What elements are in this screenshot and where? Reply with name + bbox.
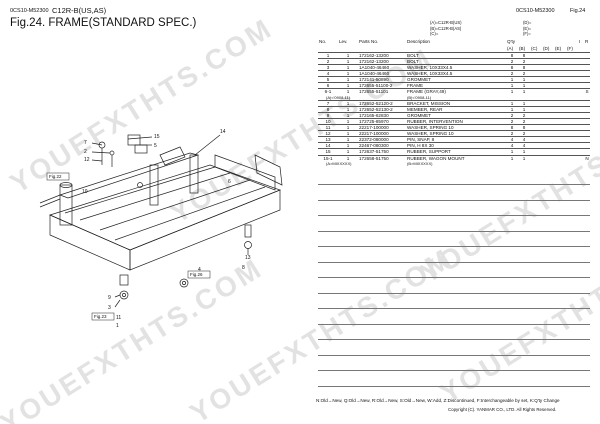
table-header-row-2: (A) (B) (C) (D) (E) (F) (507, 45, 573, 51)
callout-4: 4 (198, 267, 201, 273)
blank-rule-line (318, 277, 590, 278)
upright-1 (149, 164, 159, 206)
blank-rule-line (318, 230, 590, 232)
right-rail (214, 154, 276, 191)
blank-rule-line (318, 215, 590, 216)
variant-list-2: (D)= (E)= (F)= (523, 20, 532, 37)
callout-5: 5 (154, 143, 157, 149)
blank-rule-line (318, 370, 590, 371)
fig-ref-23: Fig.23 (94, 314, 107, 319)
blank-rule-line (318, 354, 590, 356)
blank-rule-line (318, 246, 590, 247)
doc-code: 0CS10-M52300 (10, 8, 49, 14)
frame-left-side (49, 214, 131, 271)
fig-ref-22: Fig.22 (49, 174, 62, 179)
blank-rule-line (318, 308, 590, 309)
blank-rule-line (318, 184, 590, 185)
blank-rule-line (318, 323, 590, 325)
callout-7: 7 (84, 140, 87, 146)
exploded-frame-diagram: 7 2 12 15 5 14 10 6 13 8 9 3 11 1 4 Fig.… (39, 129, 283, 329)
callout-1: 1 (116, 323, 119, 329)
callout-8: 8 (242, 265, 245, 271)
blank-rule-line (318, 339, 590, 340)
parts-table: No. Lev. Parts No. Description Q'ty I R … (318, 38, 590, 166)
callout-2: 2 (84, 149, 87, 155)
copyright: Copyright (C). YANMAR CO., LTD. All Righ… (448, 407, 557, 412)
frame-front-side (129, 189, 281, 271)
callout-12: 12 (84, 157, 90, 163)
fig-ref-26: Fig.26 (190, 272, 203, 277)
figure-number: Fig.24 (570, 8, 586, 14)
figure-title: Fig.24. FRAME(STANDARD SPEC.) (10, 17, 197, 29)
serial-note-row: (A>MIXXXXX)(B>MIXXXXX) (326, 161, 433, 167)
callout-10: 10 (82, 189, 88, 195)
callout-9: 9 (108, 295, 111, 301)
serial-note-row: (A)<'0908-11)(B)<'0908-11) (326, 94, 432, 100)
doc-code-right: 0CS10-M52300 (516, 8, 555, 14)
callout-3: 3 (108, 305, 111, 311)
left-pipe (59, 184, 73, 226)
blank-rule-line (318, 385, 590, 387)
callout-14: 14 (220, 129, 226, 135)
callout-13: 13 (245, 255, 251, 261)
blank-rule-line (318, 199, 590, 201)
upright-2 (189, 154, 199, 194)
table-header-row-1: No. Lev. Parts No. Description Q'ty I R (319, 39, 589, 44)
variant-list: (A)=C12R-B(US) (B)=C12R-B(AS) (C)= (430, 20, 462, 37)
change-code-legend: N:Old→New, Q:Old→New, R:Old→New, S:Old→N… (316, 398, 560, 403)
grommet-box (127, 134, 141, 146)
blank-rule-line (318, 292, 590, 294)
callout-6: 6 (228, 179, 231, 185)
callout-15: 15 (154, 134, 160, 140)
right-bracket (254, 154, 283, 186)
model-name: C12R-B(US,AS) (52, 6, 107, 15)
callout-11: 11 (116, 315, 121, 321)
blank-rule-line (318, 261, 590, 263)
